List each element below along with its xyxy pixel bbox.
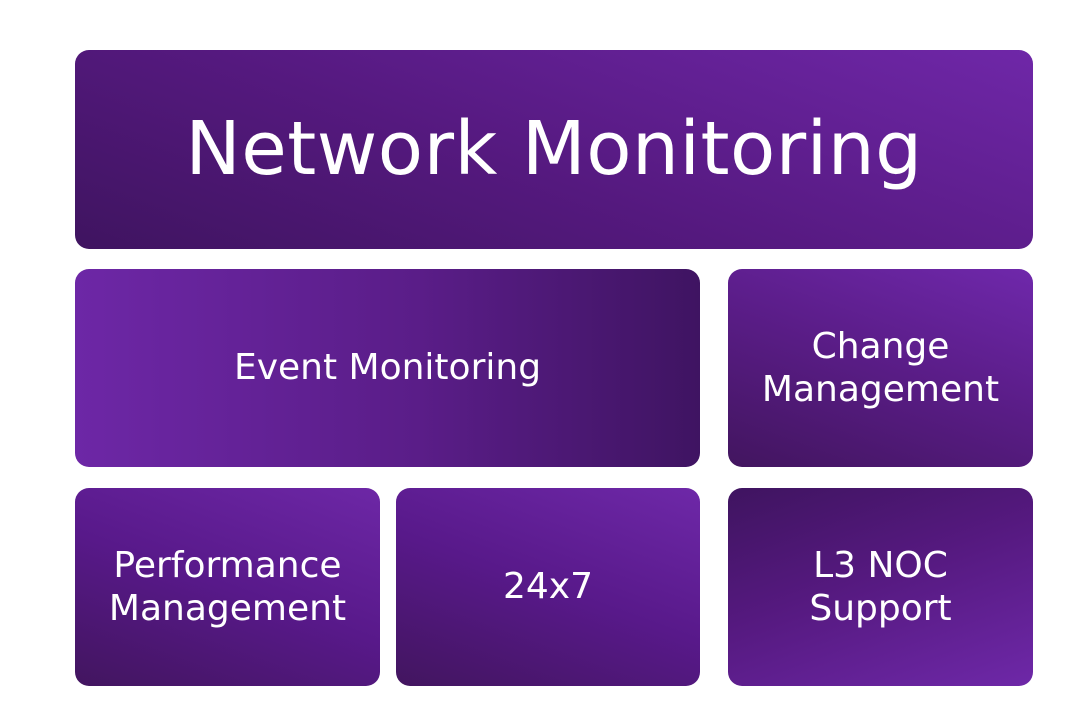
event-monitoring-tile: Event Monitoring: [75, 269, 700, 467]
performance-management-label: Performance Management: [109, 544, 346, 630]
change-management-label: Change Management: [762, 325, 999, 411]
change-management-line-2: Management: [761, 369, 1000, 410]
l3-noc-support-line-2: Support: [809, 588, 952, 629]
change-management-tile: Change Management: [728, 269, 1033, 467]
change-management-line-1: Change: [811, 325, 950, 367]
l3-noc-support-line-1: L3 NOC: [813, 544, 948, 586]
performance-management-line-1: Performance: [113, 544, 342, 586]
performance-management-line-2: Management: [108, 588, 347, 629]
performance-management-tile: Performance Management: [75, 488, 380, 686]
l3-noc-support-label: L3 NOC Support: [809, 544, 951, 630]
coverage-tile: 24x7: [396, 488, 700, 686]
network-monitoring-tile: Network Monitoring: [75, 50, 1033, 249]
l3-noc-support-tile: L3 NOC Support: [728, 488, 1033, 686]
event-monitoring-label: Event Monitoring: [233, 347, 542, 389]
coverage-label: 24x7: [502, 566, 594, 608]
network-monitoring-label: Network Monitoring: [185, 106, 923, 193]
